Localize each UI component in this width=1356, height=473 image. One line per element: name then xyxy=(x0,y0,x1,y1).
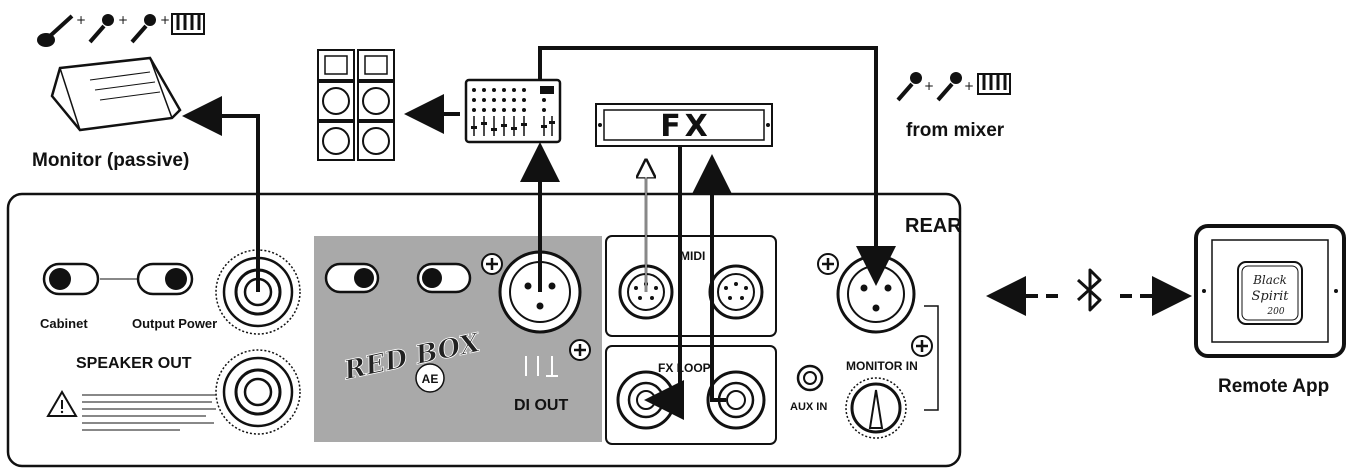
redbox-switch-1[interactable] xyxy=(324,262,380,294)
svg-text:+: + xyxy=(118,13,128,27)
speaker-out-label: SPEAKER OUT xyxy=(76,355,192,372)
output-power-label: Output Power xyxy=(132,316,217,331)
app-logo-line1: Black xyxy=(1252,273,1287,287)
speaker-out-jack-2[interactable] xyxy=(215,349,301,435)
instrument-icons-right: + + xyxy=(896,72,1011,102)
svg-text:+: + xyxy=(160,13,170,27)
rear-label: REAR xyxy=(905,215,962,237)
midi-out-jack[interactable] xyxy=(708,264,764,320)
cable-fx-return xyxy=(692,154,732,402)
fx-return-jack[interactable] xyxy=(706,370,766,430)
cabinet-switch[interactable] xyxy=(42,262,100,296)
microphone-icon xyxy=(936,72,962,102)
cable-fx-send xyxy=(644,146,684,420)
microphone-icon xyxy=(896,72,922,102)
remote-app-label: Remote App xyxy=(1218,376,1329,397)
midi-label: MIDI xyxy=(680,249,705,263)
plus-icon xyxy=(817,253,839,275)
pa-speakers xyxy=(317,49,395,161)
from-mixer-label: from mixer xyxy=(906,120,1005,141)
app-logo-line3: 200 xyxy=(1266,307,1284,317)
app-logo-line2: Spirit xyxy=(1252,289,1290,304)
instrument-icons-left: + + + xyxy=(37,13,205,47)
plus-icon xyxy=(569,339,591,361)
monitor-in-knob[interactable] xyxy=(845,377,907,439)
warning-icon xyxy=(46,390,78,417)
svg-text:+: + xyxy=(76,13,86,27)
plus-icon xyxy=(481,253,503,275)
warning-fineprint xyxy=(82,394,218,431)
aux-in-label: AUX IN xyxy=(790,401,827,413)
svg-text:+: + xyxy=(964,79,974,93)
app-icon[interactable] xyxy=(1237,261,1303,325)
aux-in-jack[interactable] xyxy=(796,364,824,392)
keyboard-icon xyxy=(977,73,1011,95)
cable-speaker-to-monitor xyxy=(182,96,260,292)
speaker-out-jack-1[interactable] xyxy=(215,249,301,335)
microphone-icon xyxy=(88,14,114,44)
di-out-label: DI OUT xyxy=(514,397,568,414)
fx-unit xyxy=(595,103,773,147)
plus-icon xyxy=(911,335,933,357)
fx-loop-label: FX LOOP xyxy=(658,361,711,375)
ae-badge xyxy=(415,363,445,393)
microphone-icon xyxy=(130,14,156,44)
fx-label: FX xyxy=(660,109,712,144)
output-power-switch[interactable] xyxy=(136,262,194,296)
monitor-label: Monitor (passive) xyxy=(32,150,189,171)
keyboard-icon xyxy=(171,13,205,35)
svg-text:+: + xyxy=(924,79,934,93)
bluetooth-icon xyxy=(1076,268,1102,312)
ae-label: AE xyxy=(422,372,439,386)
guitar-icon xyxy=(37,14,74,47)
monitor-in-label: MONITOR IN xyxy=(846,359,918,373)
mixer xyxy=(464,78,562,144)
cabinet-label: Cabinet xyxy=(40,316,88,331)
midi-in-jack[interactable] xyxy=(618,264,674,320)
monitor-speaker xyxy=(50,56,182,132)
ground-lift-icons xyxy=(525,356,558,377)
cable-mixer-to-monitor-in xyxy=(538,46,896,286)
redbox-switch-2[interactable] xyxy=(416,262,472,294)
